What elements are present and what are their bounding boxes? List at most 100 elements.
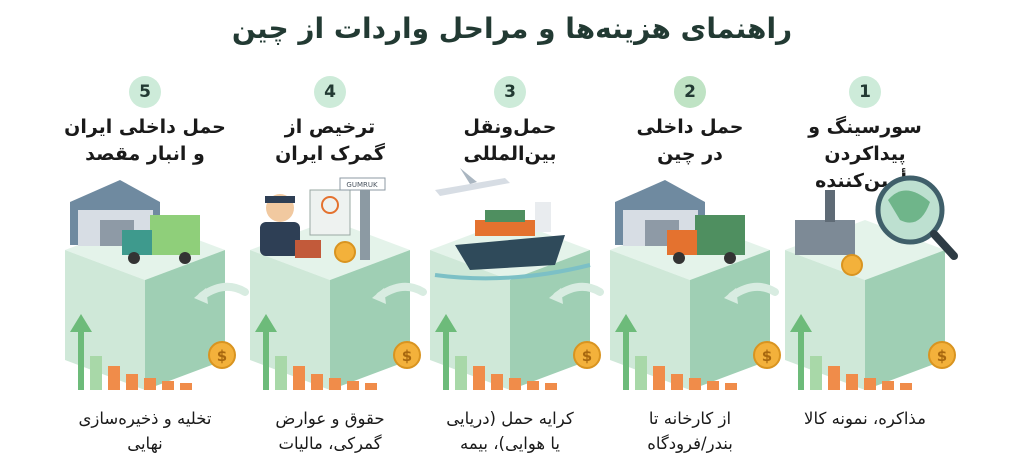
plane-body	[435, 178, 510, 196]
truck-container	[695, 215, 745, 255]
cost-bar	[90, 356, 102, 390]
truck-wheel	[724, 252, 736, 264]
coin-symbol: $	[402, 347, 412, 365]
step-description: مذاکره، نمونه کالا	[804, 409, 926, 428]
coin-icon: $	[393, 341, 421, 369]
step-description: حقوق و عوارض گمرکی، مالیات	[275, 409, 385, 453]
cost-bar	[810, 356, 822, 390]
cost-bar	[653, 366, 665, 390]
step-heading: ترخیص از گمرک ایران	[275, 116, 385, 165]
chimney	[825, 190, 835, 222]
cost-bar	[689, 378, 701, 390]
ship-plane-icon: $	[430, 168, 601, 390]
flow-arrow-icon	[724, 282, 779, 304]
ship-containers-top	[485, 210, 525, 222]
officer-body	[260, 222, 300, 256]
magnifier-handle	[930, 230, 958, 260]
growth-arrow-icon	[263, 328, 269, 390]
coin-symbol: $	[582, 347, 592, 365]
coin-symbol: $	[762, 347, 772, 365]
cost-bar	[144, 378, 156, 390]
process-cube	[250, 220, 410, 390]
flow-arrow-icon	[194, 282, 249, 304]
cost-bar	[293, 366, 305, 390]
truck-wheel	[673, 252, 685, 264]
cost-bar	[509, 378, 521, 390]
cost-bar	[180, 383, 192, 390]
ship-bridge	[535, 202, 551, 232]
step-3: 3 حمل‌ونقل بین‌المللی $ کرایه حمل (دریای…	[415, 70, 605, 470]
coin-symbol: $	[937, 347, 947, 365]
plane-wing	[460, 168, 477, 184]
truck-wheel	[179, 252, 191, 264]
step-description: از کارخانه تا بندر/فرودگاه	[647, 409, 733, 453]
cost-bar	[671, 374, 683, 390]
cost-bar	[162, 381, 174, 390]
arrow-head-icon	[615, 314, 637, 332]
truck-container	[150, 215, 200, 255]
cost-bar	[365, 383, 377, 390]
step-2: 2 حمل داخلی در چین $ از کارخانه تا بندر/…	[595, 70, 785, 470]
cost-bar	[725, 383, 737, 390]
flow-arrow-icon	[372, 282, 427, 304]
cost-bar	[347, 381, 359, 390]
arrow-head-icon	[255, 314, 277, 332]
officer-cap	[265, 196, 295, 203]
growth-arrow-icon	[623, 328, 629, 390]
truck-cab	[667, 230, 697, 255]
document-seal	[321, 196, 339, 214]
growth-arrow-icon	[443, 328, 449, 390]
arrow-head-icon	[790, 314, 812, 332]
growth-arrow-icon	[798, 328, 804, 390]
step-heading: حمل‌ونقل بین‌المللی	[463, 116, 557, 165]
coin-symbol: $	[217, 347, 227, 365]
flow-arrow-icon	[549, 282, 604, 304]
globe-land	[888, 190, 930, 223]
cost-bar	[846, 374, 858, 390]
cost-bar	[882, 381, 894, 390]
cost-bar	[828, 366, 840, 390]
step-description: تخلیه و ذخیره‌سازی نهایی	[78, 409, 212, 453]
barrier-sign-text: GUMRUK	[346, 181, 378, 189]
arrow-head-icon	[435, 314, 457, 332]
step-4: 4 ترخیص از گمرک ایران $ GUMRUK حقوق و عوا…	[235, 70, 425, 470]
stamp-icon	[295, 240, 321, 258]
cost-bar	[864, 378, 876, 390]
step-5: 5 حمل داخلی ایران و انبار مقصد $ تخلیه و…	[50, 70, 240, 470]
step-heading: حمل داخلی ایران و انبار مقصد	[64, 116, 226, 165]
cost-bar	[329, 378, 341, 390]
factory-body	[795, 220, 855, 255]
growth-arrow-icon	[78, 328, 84, 390]
step-number-badge: 3	[494, 76, 526, 108]
cost-bar	[707, 381, 719, 390]
coin-icon: $	[753, 341, 781, 369]
factory-magnifier-icon: $	[785, 175, 958, 390]
page-title: راهنمای هزینه‌ها و مراحل واردات از چین	[231, 12, 793, 45]
warehouse-truck-icon: $	[65, 180, 236, 390]
coin-icon: $	[928, 341, 956, 369]
coin-stack	[334, 241, 356, 263]
step-heading: حمل داخلی در چین	[636, 116, 744, 165]
warehouse-truck-icon: $	[610, 180, 781, 390]
process-cube	[785, 220, 945, 390]
cost-bar	[545, 383, 557, 390]
cost-bar	[491, 374, 503, 390]
barrier-sign	[339, 177, 386, 191]
cost-bar	[527, 381, 539, 390]
step-number-badge: 2	[674, 76, 706, 108]
coin-icon: $	[573, 341, 601, 369]
sea-wave	[434, 263, 591, 281]
step-number-badge: 4	[314, 76, 346, 108]
step-number-badge: 1	[849, 76, 881, 108]
step-1: 1 سورسینگ و پیداکردن تأمین‌کننده $ مذاکر…	[770, 70, 960, 470]
arrow-head-icon	[70, 314, 92, 332]
cost-bar	[108, 366, 120, 390]
cost-bar	[455, 356, 467, 390]
ship-hull	[455, 235, 565, 270]
coin-icon: $	[208, 341, 236, 369]
truck-cab	[122, 230, 152, 255]
ship-containers	[475, 220, 535, 236]
truck-wheel	[128, 252, 140, 264]
coin-stack	[841, 254, 863, 276]
cost-bar	[900, 383, 912, 390]
